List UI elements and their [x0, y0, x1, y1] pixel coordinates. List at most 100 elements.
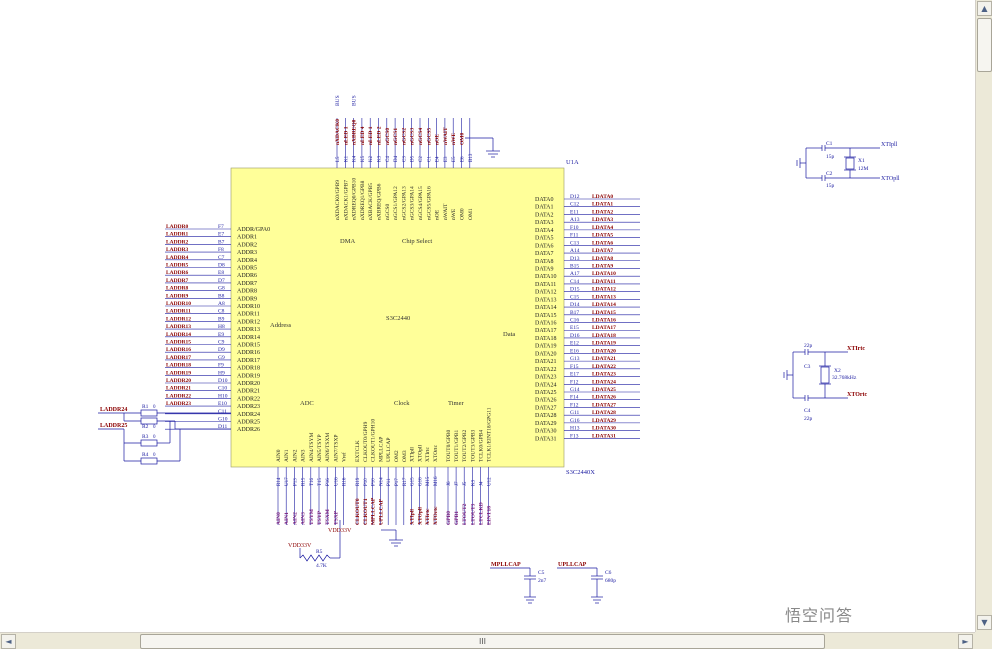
timer-pin-name: TOUT1/GPB1 — [454, 429, 460, 462]
adc-pin-name: AIN3 — [301, 449, 307, 462]
crystal-32k-circuit — [783, 349, 848, 401]
clock-pin-ball: G16 — [418, 477, 423, 486]
adc-net-label: AIN2 — [292, 512, 298, 525]
vertical-scroll-thumb[interactable] — [977, 18, 992, 72]
address-pin-name: ADDR15 — [237, 343, 260, 349]
adc-net-label: AIN3 — [301, 512, 307, 525]
data-pin-ball: B15 — [570, 263, 579, 269]
data-net-label: LDATA30 — [592, 426, 616, 432]
data-net-label: LDATA16 — [592, 318, 616, 324]
pll-caps — [490, 567, 603, 604]
adc-pin-name: AIN7/TSXP — [333, 434, 339, 462]
top-net-label: nLED 1 — [343, 126, 349, 145]
top-pin-ball: B13 — [469, 153, 474, 162]
clock-pin-ball: M16 — [434, 476, 439, 486]
horizontal-scroll-thumb[interactable]: III — [140, 634, 825, 649]
data-pin-ball: B17 — [570, 310, 579, 316]
address-net-label: LADDR18 — [166, 363, 191, 369]
top-pin-name: nOE — [435, 209, 441, 220]
scroll-down-button[interactable]: ▼ — [977, 615, 992, 630]
data-net-label: LDATA15 — [592, 310, 616, 316]
laddr24-label: LADDR24 — [100, 407, 127, 413]
xtipll-net: XTIpll — [881, 142, 898, 148]
section-chip-select: Chip Select — [402, 238, 432, 245]
data-pin-name: DATA20 — [535, 351, 557, 357]
section-adc: ADC — [300, 400, 314, 407]
adc-net-label: TSXM — [325, 508, 331, 525]
top-net-label: nGCS1 — [393, 128, 399, 145]
data-net-label: LDATA31 — [592, 433, 616, 439]
data-net-label: LDATA6 — [592, 240, 613, 246]
data-pin-name: DATA28 — [535, 413, 557, 419]
address-pin-name: ADDR18 — [237, 366, 260, 372]
adc-pin-name: AIN6/TSXM — [325, 433, 331, 462]
address-pin-ball: B8 — [218, 293, 225, 299]
schematic-canvas: U1A S3C2440X S3C2440 DMA Chip Select Add… — [98, 95, 900, 604]
top-pin-name: nXDREQ0/GPB10 — [352, 178, 358, 220]
data-net-label: LDATA5 — [592, 233, 613, 239]
adc-net-label: AIN0 — [276, 512, 282, 525]
data-pin-ball: E17 — [570, 372, 579, 378]
data-pin-ball: F12 — [570, 402, 579, 408]
adc-pin-ball: R14 — [277, 477, 282, 486]
c2-ref: C2 — [826, 171, 833, 177]
adc-pin-name: AIN0 — [276, 449, 282, 462]
address-net-label: LADDR4 — [166, 255, 189, 261]
r1-ref: R1 — [142, 404, 149, 410]
timer-pin-name: TOUT2/GPB2 — [462, 429, 468, 462]
timer-net-label: GPB1 — [454, 511, 460, 525]
top-pin-name: nWAIT — [443, 203, 449, 220]
timer-pin-name: TCLK1/EINT18/GPG11 — [487, 407, 493, 462]
clock-pin-name: OM2 — [394, 450, 400, 462]
scroll-up-button[interactable]: ▲ — [977, 1, 992, 16]
data-pin-ball: E12 — [570, 341, 579, 347]
horizontal-scrollbar[interactable]: ◄ III ► — [0, 632, 975, 649]
adc-pin-ball: T16 — [310, 477, 315, 486]
clock-pin-name: XTIrtc — [425, 446, 431, 462]
address-pin-ball: F8 — [218, 247, 224, 253]
c6-ref: C6 — [605, 570, 612, 576]
scroll-left-button[interactable]: ◄ — [1, 634, 16, 649]
data-pin-ball: A14 — [570, 248, 580, 254]
data-pin-name: DATA11 — [535, 282, 556, 288]
bottom-pin-group: AIN0R14AIN0AIN1U17AIN1AIN2P13AIN2AIN3R15… — [276, 407, 493, 525]
address-pin-ball: D11 — [218, 424, 228, 430]
top-pin-name: nWE — [451, 208, 457, 220]
laddr25-label: LADDR25 — [100, 423, 127, 429]
data-pin-name: DATA14 — [535, 305, 557, 311]
top-pin-name: nGCS0 — [385, 204, 391, 220]
data-pin-ball: D13 — [570, 256, 580, 262]
address-pin-name: ADDR5 — [237, 266, 257, 272]
top-pin-ball: D5 — [411, 155, 416, 162]
clock-net-label: XTIpll — [410, 509, 416, 525]
address-pin-name: ADDR16 — [237, 350, 260, 356]
clock-pin-name: MPLLCAP — [378, 437, 384, 462]
address-net-label: LADDR9 — [166, 293, 189, 299]
crystal-12m-circuit — [796, 145, 880, 181]
scroll-right-button[interactable]: ► — [958, 634, 973, 649]
address-pin-ball: H8 — [218, 324, 225, 330]
top-net-label: nLED 2 — [377, 126, 383, 145]
address-net-label: LADDR6 — [166, 270, 189, 276]
address-pin-name: ADDR1 — [237, 235, 257, 241]
vertical-scrollbar[interactable]: ▲ ▼ — [975, 0, 992, 632]
data-pin-name: DATA5 — [535, 236, 554, 242]
data-net-label: LDATA17 — [592, 325, 616, 331]
address-net-label: LADDR5 — [166, 263, 189, 269]
address-pin-ball: C11 — [218, 409, 227, 415]
c4-ref: C4 — [804, 408, 811, 414]
timer-pin-ball: J5 — [463, 481, 468, 486]
r3-value: 0 — [153, 435, 156, 440]
top-net-label: nGCS4 — [418, 128, 424, 145]
c4-value: 22p — [804, 416, 813, 422]
clock-net-label: MPLLCAP — [371, 497, 377, 525]
address-pin-name: ADDR10 — [237, 304, 260, 310]
address-pin-name: ADDR14 — [237, 335, 260, 341]
timer-net-label: LTOUT2 — [462, 503, 468, 525]
address-pin-name: ADDR19 — [237, 373, 260, 379]
data-pin-name: DATA18 — [535, 336, 557, 342]
address-pin-ball: H9 — [218, 370, 225, 376]
top-net-label: nXBREQ0 — [352, 119, 358, 145]
address-pin-ball: F7 — [218, 224, 224, 230]
top-net-label: nLED 1 — [368, 126, 374, 145]
